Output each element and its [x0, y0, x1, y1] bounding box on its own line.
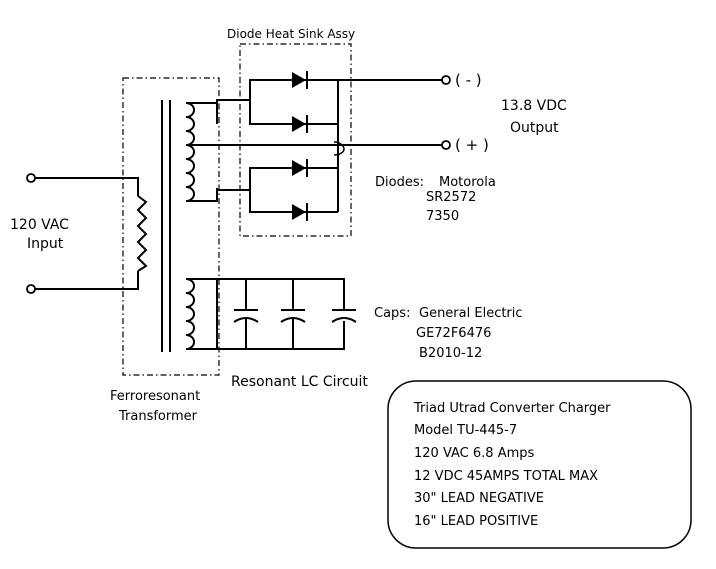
diodes-part1: SR2572 — [426, 190, 476, 205]
heat-sink-title: Diode Heat Sink Assy — [227, 27, 355, 41]
caps-part1: GE72F6476 — [416, 326, 491, 341]
output-terminal-neg — [441, 75, 451, 85]
caps-maker: General Electric — [419, 306, 523, 321]
secondary-tap-top — [186, 102, 218, 124]
diode-wire-b — [249, 100, 338, 125]
resonant-winding-coil — [185, 278, 195, 350]
secondary-tap-bottom — [186, 188, 218, 202]
resonant-bottom-wire — [186, 321, 345, 350]
diode-wire-a — [216, 79, 338, 124]
transformer-label-line2: Transformer — [118, 409, 198, 424]
output-terminal-pos — [441, 140, 451, 150]
info-line-6: 16" LEAD POSITIVE — [414, 514, 538, 529]
resonant-lc-label: Resonant LC Circuit — [231, 374, 368, 390]
info-line-1: Triad Utrad Converter Charger — [413, 401, 611, 416]
diodes-label: Diodes: — [375, 175, 424, 190]
capacitor-3 — [331, 309, 357, 323]
diode-wire-c — [216, 167, 338, 191]
diodes-maker: Motorola — [439, 175, 496, 190]
wire-crossover — [333, 141, 345, 156]
output-text-label: Output — [510, 120, 559, 136]
info-line-2: Model TU-445-7 — [414, 423, 517, 438]
caps-part2: B2010-12 — [419, 346, 482, 361]
output-pos-label: ( + ) — [455, 136, 489, 154]
diode-1 — [292, 71, 308, 89]
capacitor-2 — [280, 279, 306, 349]
diode-2 — [292, 115, 308, 133]
input-wire-bottom — [35, 271, 139, 290]
diode-wire-d — [249, 190, 338, 213]
resonant-top-wire — [186, 278, 345, 310]
info-line-5: 30" LEAD NEGATIVE — [414, 491, 544, 506]
diode-4 — [292, 203, 308, 221]
info-line-3: 120 VAC 6.8 Amps — [414, 446, 534, 461]
caps-label: Caps: — [374, 306, 410, 321]
transformer-enclosure — [122, 77, 220, 376]
input-wire-top — [35, 177, 139, 196]
diode-3 — [292, 159, 308, 177]
transformer-label-line1: Ferroresonant — [110, 389, 200, 404]
info-box — [387, 380, 692, 549]
heat-sink-enclosure — [239, 43, 352, 237]
primary-winding — [136, 195, 148, 272]
output-neg-label: ( - ) — [455, 71, 482, 89]
output-voltage-label: 13.8 VDC — [501, 98, 567, 114]
input-terminal-top — [26, 173, 36, 183]
input-terminal-bottom — [26, 284, 36, 294]
diodes-part2: 7350 — [426, 209, 459, 224]
input-voltage-label: 120 VAC — [10, 217, 69, 233]
info-line-4: 12 VDC 45AMPS TOTAL MAX — [414, 469, 598, 484]
secondary-winding-coil — [185, 102, 195, 202]
input-text-label: Input — [27, 236, 64, 252]
capacitor-1 — [233, 279, 259, 349]
